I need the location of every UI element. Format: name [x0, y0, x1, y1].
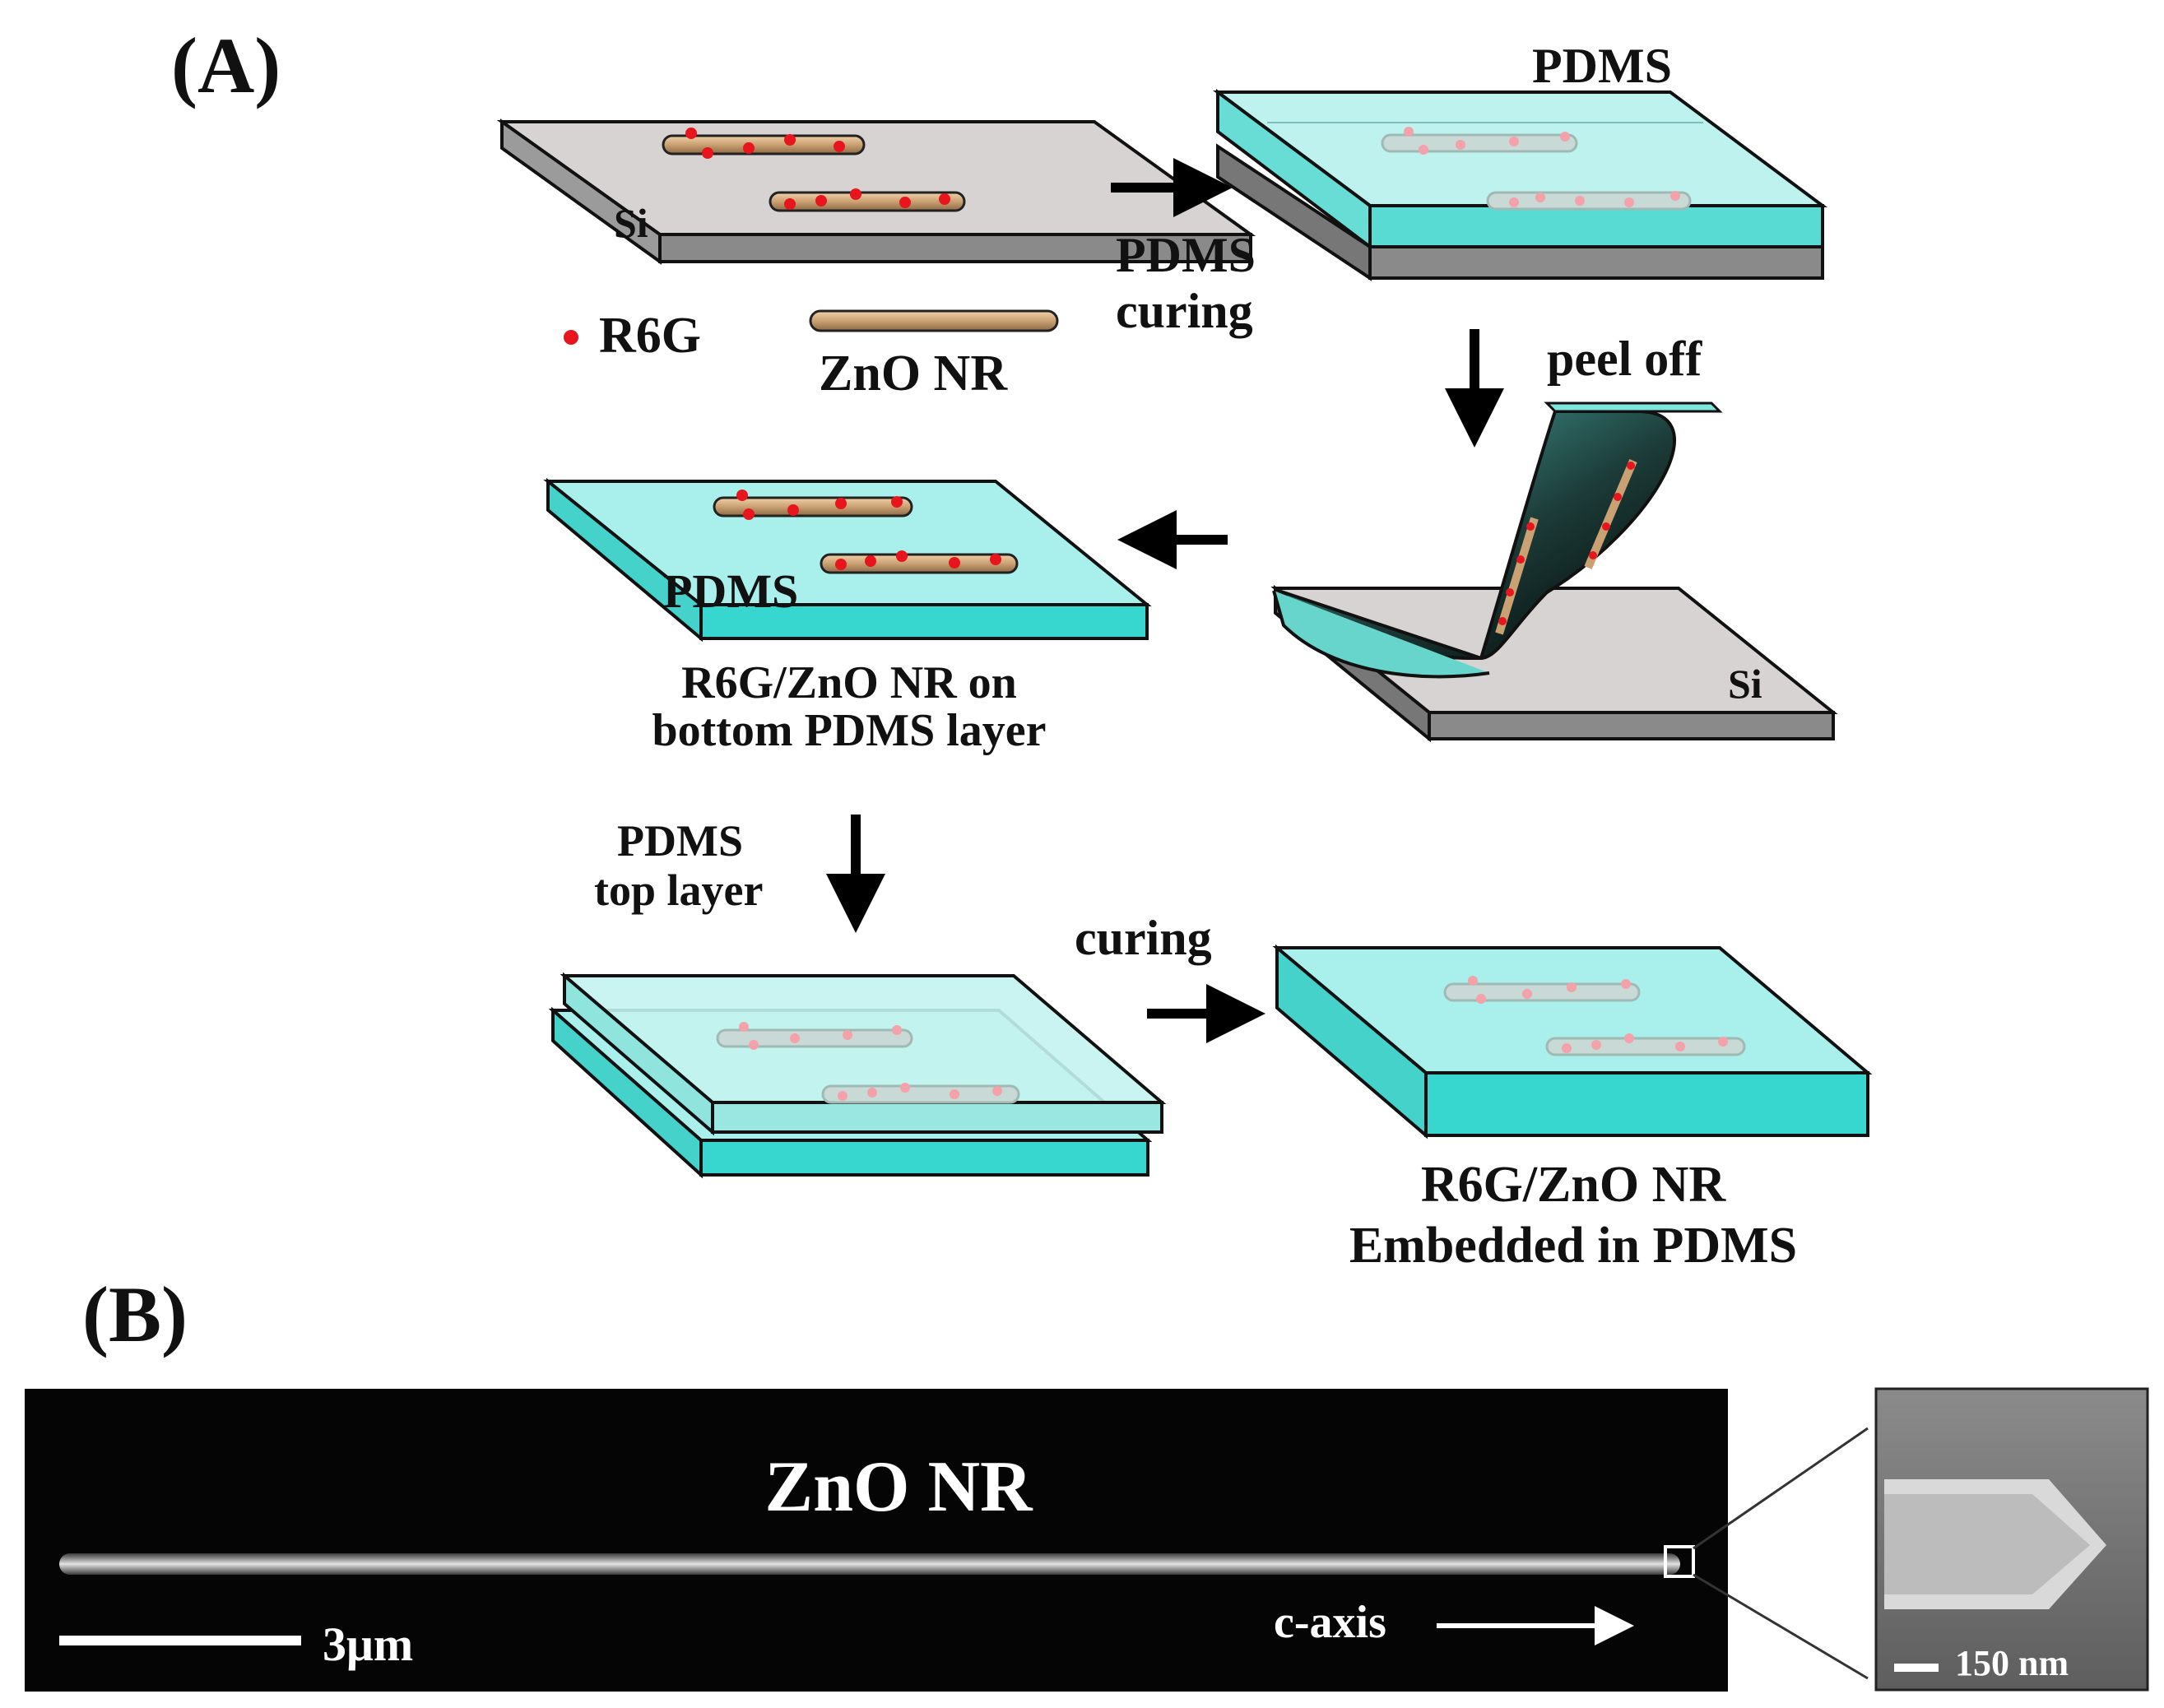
curing-label: curing: [1075, 911, 1212, 965]
zoom-line-bottom: [1693, 1573, 1869, 1680]
zoom-line-top: [1693, 1427, 1869, 1550]
pdms-bottom-layer: [543, 477, 1152, 643]
pdms-two-layers: [548, 972, 1167, 1179]
scale-bar-label: 3μm: [323, 1617, 413, 1671]
legend-zno: ZnO NR: [819, 346, 1008, 401]
panel-b-label: (B): [82, 1270, 188, 1358]
sem-title: ZnO NR: [764, 1447, 1033, 1527]
r6g-dot-icon: [564, 330, 578, 345]
peel-label: peel off: [1547, 332, 1702, 386]
legend-rod-icon: [809, 309, 1059, 332]
pdms-label-top: PDMS: [1532, 39, 1672, 93]
sem-inset: [1874, 1387, 2149, 1692]
peel-off-illustration: [1270, 401, 1838, 743]
pdms-label-bottom: PDMS: [663, 564, 798, 618]
legend-r6g: R6G: [599, 308, 701, 364]
inset-scale-label: 150 nm: [1955, 1643, 2069, 1683]
si-label: Si: [614, 200, 648, 246]
scale-bar-3um: [59, 1636, 301, 1645]
panel-a-label: (A): [171, 21, 281, 109]
caption-bottom-line1: R6G/ZnO NR on: [681, 657, 1017, 708]
final-caption-line2: Embedded in PDMS: [1349, 1218, 1797, 1274]
zno-rod: [769, 188, 966, 212]
sem-image: [25, 1389, 1728, 1692]
pdms-on-si-stack: [1212, 89, 1828, 281]
final-caption-line1: R6G/ZnO NR: [1421, 1157, 1727, 1213]
si-label: Si: [1728, 661, 1762, 707]
arrow1-line2: curing: [1116, 284, 1253, 338]
arrow1-line1: PDMS: [1116, 228, 1256, 282]
zno-rod: [662, 128, 866, 159]
top-layer-line2: top layer: [594, 866, 763, 915]
caption-bottom-line2: bottom PDMS layer: [652, 705, 1046, 756]
pdms-embedded-block: [1272, 944, 1873, 1139]
top-layer-line1: PDMS: [617, 816, 743, 866]
c-axis-label: c-axis: [1274, 1597, 1386, 1648]
